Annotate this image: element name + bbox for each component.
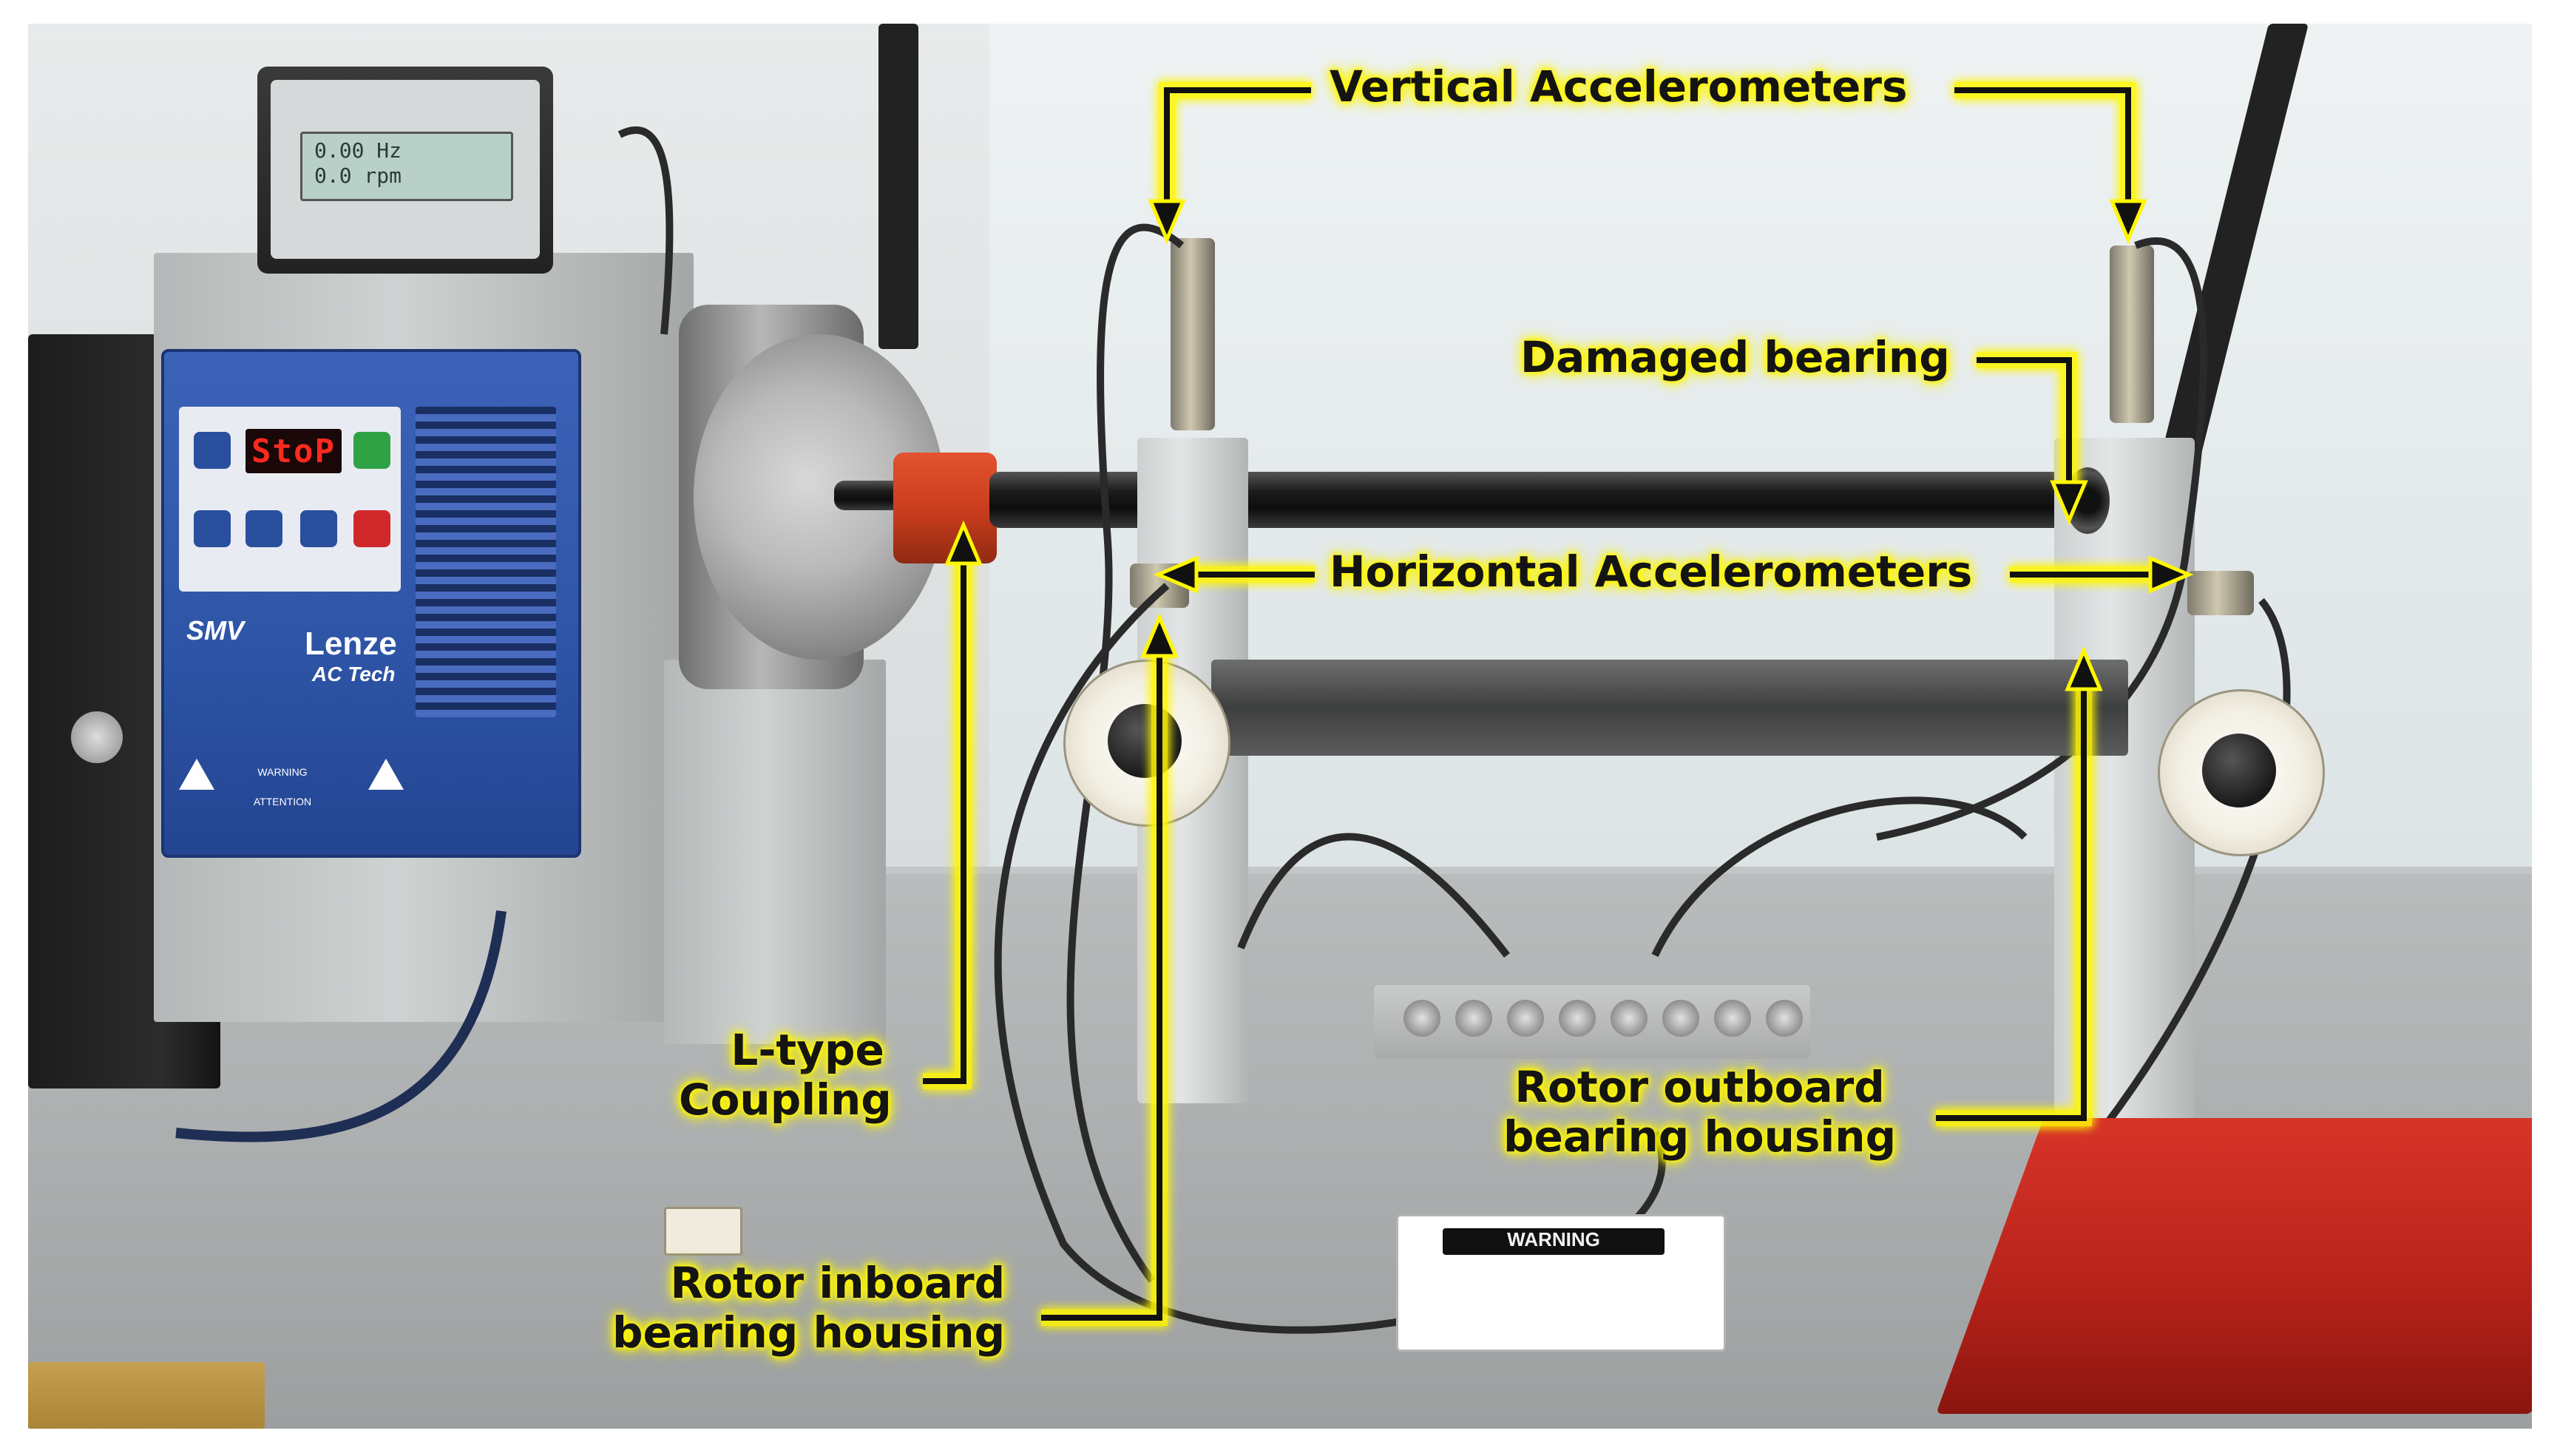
drive-up-key[interactable] <box>194 432 231 469</box>
bnc-connector <box>1766 1000 1803 1037</box>
arrowhead-vertical-right <box>2109 199 2147 245</box>
dial-left <box>1063 660 1230 827</box>
arrowhead-outboard <box>2065 646 2103 691</box>
l-type-coupling <box>893 453 997 563</box>
tachometer-face: 0.00 Hz 0.0 rpm <box>271 80 540 259</box>
vertical-accelerometer-left <box>1171 238 1215 430</box>
tachometer-line-1: 0.00 Hz <box>314 138 402 163</box>
knob-right[interactable] <box>2202 734 2276 807</box>
label-l-type-coupling-line-1: L-type <box>731 1025 884 1075</box>
vertical-accelerometer-right <box>2110 246 2154 423</box>
drive-vent <box>416 407 556 717</box>
connector-coupling <box>923 556 972 1089</box>
drive-reverse-key[interactable] <box>300 510 337 547</box>
connector-vertical-left <box>1159 82 1311 209</box>
label-l-type-coupling: L-type Coupling <box>679 1026 892 1124</box>
arrowhead-coupling <box>944 520 983 566</box>
connector-damaged-line <box>1977 357 2072 490</box>
test-rig-photo: 0.00 Hz 0.0 rpm StoP SMV Lenze AC Tech W… <box>28 24 2532 1429</box>
drive-series-logo: SMV <box>186 615 245 646</box>
label-damaged-bearing: Damaged bearing <box>1520 332 1950 382</box>
label-vertical-accelerometers: Vertical Accelerometers <box>1330 61 1908 112</box>
variable-frequency-drive: StoP SMV Lenze AC Tech WARNING ATTENTION <box>161 349 581 858</box>
bnc-connector <box>1559 1000 1596 1037</box>
knob-left[interactable] <box>1108 704 1182 778</box>
label-horizontal-accelerometers: Horizontal Accelerometers <box>1330 546 1973 597</box>
bnc-connector <box>1507 1000 1544 1037</box>
drive-down-key[interactable] <box>194 510 231 547</box>
drive-subbrand-logo: AC Tech <box>312 663 396 685</box>
label-rotor-outboard-line-2: bearing housing <box>1503 1111 1897 1162</box>
sliding-rail <box>1211 660 2128 756</box>
arrowhead-vertical-left <box>1148 199 1186 245</box>
drive-warning-icon <box>179 759 214 790</box>
connector-damaged <box>1977 352 2077 490</box>
drive-start-key[interactable] <box>353 432 390 469</box>
power-button-icon <box>71 711 123 763</box>
arrowhead-horizontal-right <box>2148 555 2194 594</box>
connector-vertical-right <box>1954 82 2136 209</box>
warning-sign: WARNING <box>1396 1214 1726 1352</box>
bnc-connector <box>1403 1000 1440 1037</box>
drive-warning-icon-2 <box>368 759 404 790</box>
label-rotor-outboard: Rotor outboard bearing housing <box>1503 1063 1896 1161</box>
connector-outboard <box>1936 682 2092 1126</box>
connector-inboard-line <box>1041 649 1162 1321</box>
equipment-label-plate <box>28 1362 265 1429</box>
horizontal-accelerometer-right <box>2187 571 2254 615</box>
bnc-connector <box>1455 1000 1492 1037</box>
drive-brand-logo: Lenze <box>305 626 397 662</box>
arrowhead-horizontal-left <box>1153 555 1199 594</box>
terminal-block <box>664 1207 742 1256</box>
motor-base <box>664 660 886 1044</box>
arrowhead-inboard <box>1140 612 1179 658</box>
arrowhead-damaged <box>2050 480 2088 526</box>
bnc-connector <box>1662 1000 1699 1037</box>
drive-keypad: StoP <box>179 407 401 592</box>
bnc-connector <box>1714 1000 1751 1037</box>
label-rotor-outboard-line-1: Rotor outboard <box>1514 1062 1885 1112</box>
connector-inboard <box>1041 649 1168 1326</box>
frame-post-left <box>878 24 918 349</box>
tachometer-line-2: 0.0 rpm <box>314 163 402 188</box>
drive-display: StoP <box>245 429 342 473</box>
connector-outboard-line <box>1936 682 2087 1121</box>
tachometer: 0.00 Hz 0.0 rpm <box>257 67 553 274</box>
label-rotor-inboard: Rotor inboard bearing housing <box>612 1259 1005 1357</box>
label-rotor-inboard-line-1: Rotor inboard <box>670 1258 1006 1308</box>
drive-enter-key[interactable] <box>245 510 282 547</box>
connector-vertical-left-line <box>1164 87 1311 209</box>
connector-vertical-right-line <box>1954 87 2131 209</box>
connector-coupling-line <box>923 556 966 1084</box>
tachometer-screen: 0.00 Hz 0.0 rpm <box>300 132 513 201</box>
drive-warning-text: WARNING <box>257 766 308 778</box>
warning-sign-heading: WARNING <box>1443 1228 1665 1255</box>
label-rotor-inboard-line-2: bearing housing <box>612 1307 1006 1358</box>
bnc-connector <box>1611 1000 1648 1037</box>
annotation-connectors <box>923 82 2194 1326</box>
label-l-type-coupling-line-2: Coupling <box>679 1074 892 1125</box>
drive-stop-key[interactable] <box>353 510 390 547</box>
drive-attention-text: ATTENTION <box>253 796 312 807</box>
